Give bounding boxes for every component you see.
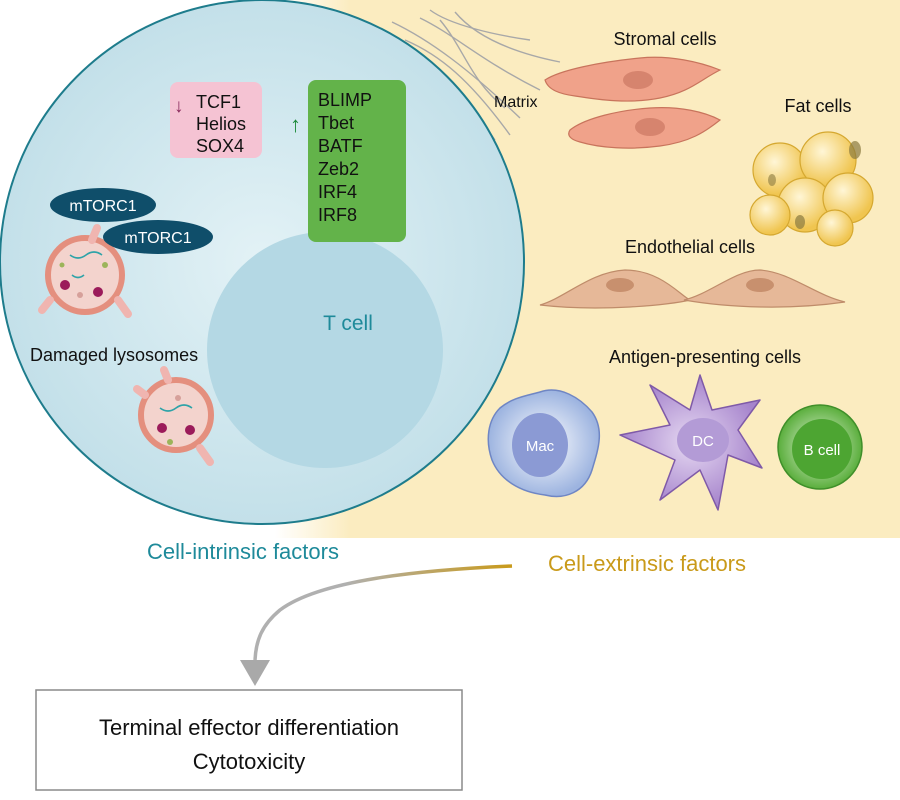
up-factor-5: IRF4 [318,182,357,202]
damaged-lysosomes-label: Damaged lysosomes [30,345,198,365]
mac-label: Mac [526,438,555,455]
matrix-fibers [391,9,561,141]
converging-arrow [240,564,513,686]
upregulated-box [308,80,406,242]
t-cell-label: T cell [323,312,373,335]
stromal-cells [544,56,722,149]
endothelial-cells-label: Endothelial cells [625,237,755,257]
cell-intrinsic-factors-label: Cell-intrinsic factors [147,539,339,564]
damaged-lysosome-upper [38,224,132,318]
down-arrow: ↓ [174,96,184,117]
mtorc1-badge-2 [103,220,213,254]
up-arrow: ↑ [290,112,301,137]
t-cell-nucleus [207,232,443,468]
matrix-label: Matrix [494,94,538,111]
antigen-presenting-cells-label: Antigen-presenting cells [609,347,801,367]
b-cell-label: B cell [804,442,841,459]
mtorc1-label-2: mTORC1 [124,230,191,247]
stromal-cells-label: Stromal cells [613,29,716,49]
macrophage [487,389,601,498]
endothelial-cells [539,269,846,309]
cell-extrinsic-factors-label: Cell-extrinsic factors [548,551,746,576]
fat-cells [749,131,874,247]
outcome-line-2: Cytotoxicity [193,749,305,774]
mtorc1-label-1: mTORC1 [69,198,136,215]
down-factor-2: Helios [196,114,246,134]
dc-label: DC [692,433,714,450]
outcome-box [35,689,463,791]
up-factor-2: Tbet [318,113,354,133]
up-factor-4: Zeb2 [318,159,359,179]
down-factor-1: TCF1 [196,92,241,112]
up-factor-3: BATF [318,136,363,156]
mtorc1-badge-1 [50,188,156,222]
outcome-line-1: Terminal effector differentiation [99,715,399,740]
dendritic-cell [619,374,763,511]
up-factor-1: BLIMP [318,90,372,110]
damaged-lysosome-lower [133,366,214,466]
downregulated-box [170,82,262,158]
down-factor-3: SOX4 [196,136,244,156]
up-factor-6: IRF8 [318,205,357,225]
b-cell [777,404,863,490]
fat-cells-label: Fat cells [784,96,851,116]
